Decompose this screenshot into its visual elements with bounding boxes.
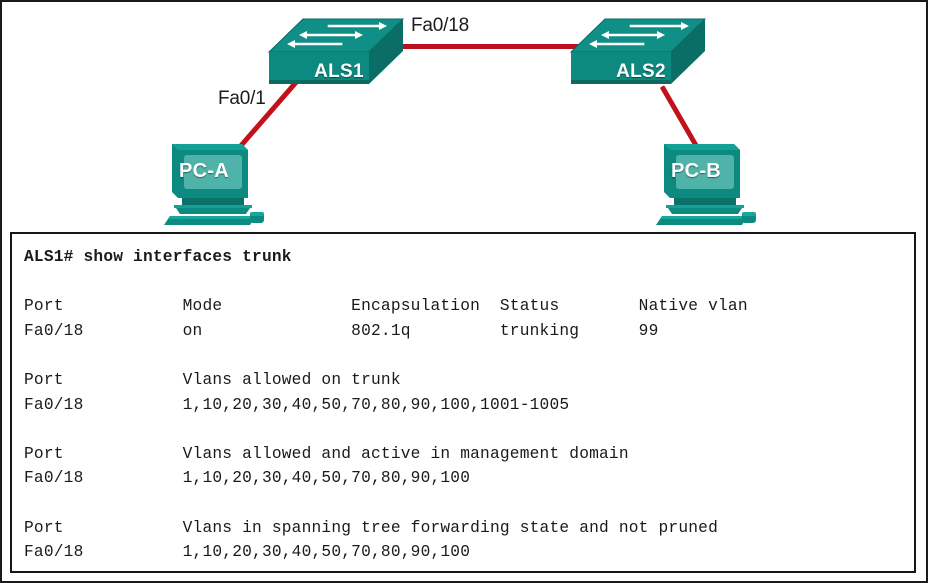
device-switch-als2[interactable]: ALS2	[569, 17, 707, 91]
switch-icon	[267, 18, 405, 84]
cli-text: ALS1# show interfaces trunk Port Mode En…	[24, 245, 914, 565]
cli-block-1-header: Port Vlans allowed on trunk	[24, 370, 401, 389]
switch-icon	[569, 18, 707, 84]
computer-icon	[656, 144, 756, 225]
cli-command-line: ALS1# show interfaces trunk	[24, 248, 292, 266]
cli-blank-line	[24, 417, 914, 442]
device-switch-als1[interactable]: ALS1	[267, 17, 405, 91]
device-pc-a[interactable]: PC-A	[160, 136, 270, 228]
network-topology-diagram: Fa0/18 Fa0/1	[2, 2, 926, 228]
cli-blank-line	[24, 491, 914, 516]
port-label-fa0-1: Fa0/1	[218, 88, 266, 109]
device-label-pc-a: PC-A	[178, 160, 230, 182]
cli-block-2-row: Fa0/18 1,10,20,30,40,50,70,80,90,100	[24, 469, 471, 488]
device-label-pc-b: PC-B	[670, 160, 722, 182]
cli-block-0-row: Fa0/18 on 802.1q trunking 99	[24, 321, 659, 340]
cli-blank-line	[24, 343, 914, 368]
device-pc-b[interactable]: PC-B	[652, 136, 762, 228]
cli-block-2-header: Port Vlans allowed and active in managem…	[24, 444, 629, 463]
cli-blank-line	[24, 270, 914, 295]
cli-block-0-header: Port Mode Encapsulation Status Native vl…	[24, 297, 748, 316]
device-label-als2: ALS2	[616, 61, 666, 82]
cli-block-1-row: Fa0/18 1,10,20,30,40,50,70,80,90,100,100…	[24, 395, 570, 414]
computer-icon	[164, 144, 264, 225]
link-als1-als2	[394, 44, 606, 49]
cli-output-panel: ALS1# show interfaces trunk Port Mode En…	[10, 232, 916, 573]
port-label-fa0-18: Fa0/18	[411, 15, 469, 36]
cli-block-3-row: Fa0/18 1,10,20,30,40,50,70,80,90,100	[24, 543, 471, 562]
cli-block-3-header: Port Vlans in spanning tree forwarding s…	[24, 518, 718, 537]
device-label-als1: ALS1	[314, 61, 364, 82]
